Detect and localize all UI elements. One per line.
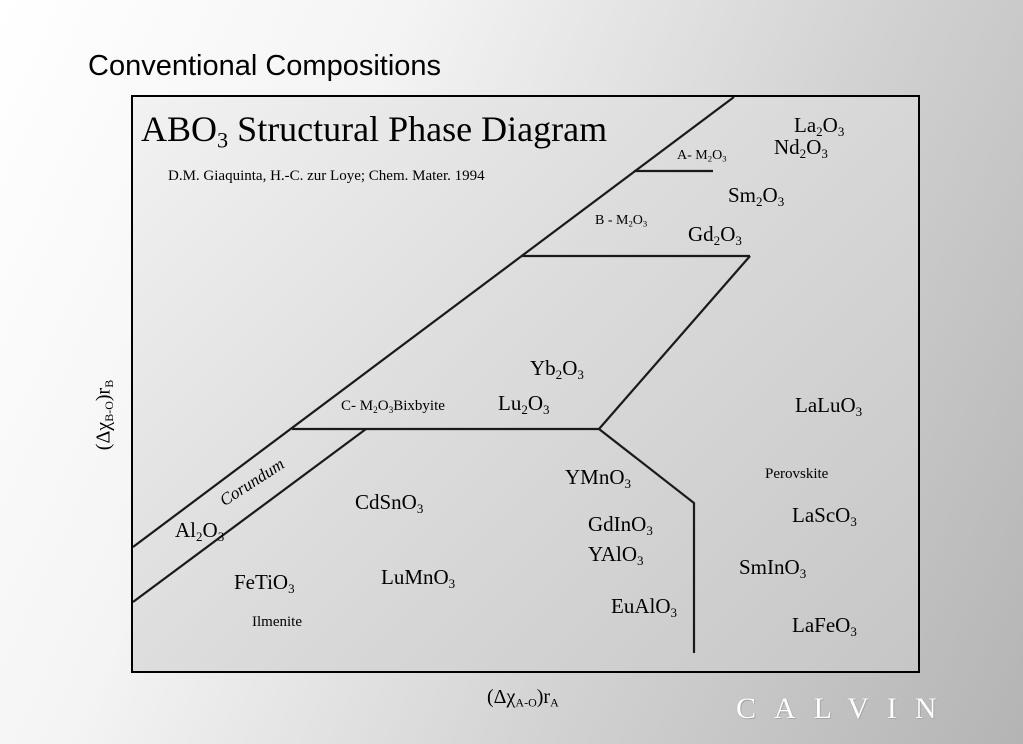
boundary-upper-diagonal <box>133 97 735 548</box>
boundary-gd-diagonal <box>598 255 751 430</box>
compound-ymno3: YMnO3 <box>565 465 632 491</box>
compound-sm2o3: Sm2O3 <box>728 183 785 209</box>
compound-smino3: SmInO3 <box>739 555 807 581</box>
region-b-m2o3: B - M2O3 <box>595 213 648 229</box>
calvin-logo: CALVIN <box>736 692 955 725</box>
compound-eualo3: EuAlO3 <box>611 594 678 620</box>
slide-title: Conventional Compositions <box>88 50 442 82</box>
compound-yalo3: YAlO3 <box>588 542 644 568</box>
compound-gd2o3: Gd2O3 <box>688 222 742 248</box>
compound-lumno3: LuMnO3 <box>381 565 456 591</box>
region-perovskite: Perovskite <box>765 466 829 482</box>
compound-lu2o3: Lu2O3 <box>498 391 550 417</box>
compound-fetio3: FeTiO3 <box>234 570 295 596</box>
compound-al2o3: Al2O3 <box>175 518 225 544</box>
compound-la2o3: La2O3 <box>794 113 845 139</box>
compound-gdino3: GdInO3 <box>588 512 653 538</box>
y-axis-label: (ΔχB-O)rB <box>92 379 117 451</box>
compound-lafeo3: LaFeO3 <box>792 613 857 639</box>
region-a-m2o3: A- M2O3 <box>677 148 727 164</box>
compound-nd2o3: Nd2O3 <box>774 135 828 161</box>
diagram-title: ABO3 Structural Phase Diagram <box>141 109 608 153</box>
compound-lasco3: LaScO3 <box>792 503 857 529</box>
x-axis-label: (ΔχA-O)rA <box>487 686 559 710</box>
compound-yb2o3: Yb2O3 <box>530 356 584 382</box>
boundary-perovskite <box>598 428 696 653</box>
phase-diagram: ABO3 Structural Phase Diagram D.M. Giaqu… <box>131 95 920 673</box>
compound-laluo3: LaLuO3 <box>795 393 863 419</box>
region-c-m2o3-bixbyite: C- M2O3Bixbyite <box>341 398 445 416</box>
citation: D.M. Giaquinta, H.-C. zur Loye; Chem. Ma… <box>168 168 485 184</box>
compound-cdsno3: CdSnO3 <box>355 490 424 516</box>
boundary-lower-diagonal <box>133 428 367 603</box>
region-ilmenite: Ilmenite <box>252 614 302 630</box>
phase-boundaries <box>133 97 751 653</box>
